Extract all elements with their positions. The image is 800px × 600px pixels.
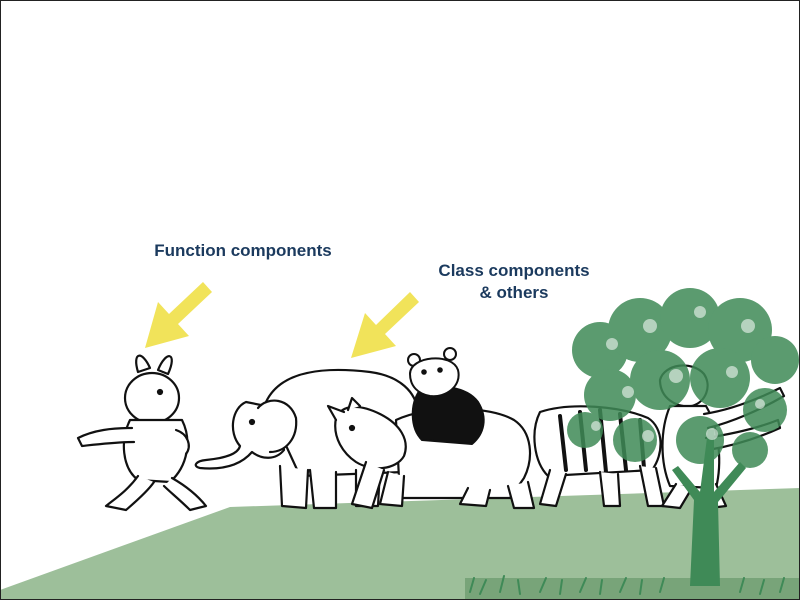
tree-trunk [672,430,746,586]
function-components-text: Function components [154,241,332,260]
class-components-text: Class components [438,261,590,280]
rabbit-icon [76,354,208,512]
grass-strip [465,578,800,600]
grass-blades [469,575,785,595]
function-components-label: Function components [118,240,368,262]
ground [0,488,800,600]
bear-icon [407,347,485,445]
arrow-to-class-components [351,292,419,358]
others-text: & others [479,283,549,302]
tree-canopy [567,288,799,468]
arrow-to-function-components [145,282,212,348]
class-components-label: Class components & others [404,260,624,304]
tree-leaf-texture [591,306,765,442]
tree-icon [567,288,799,586]
